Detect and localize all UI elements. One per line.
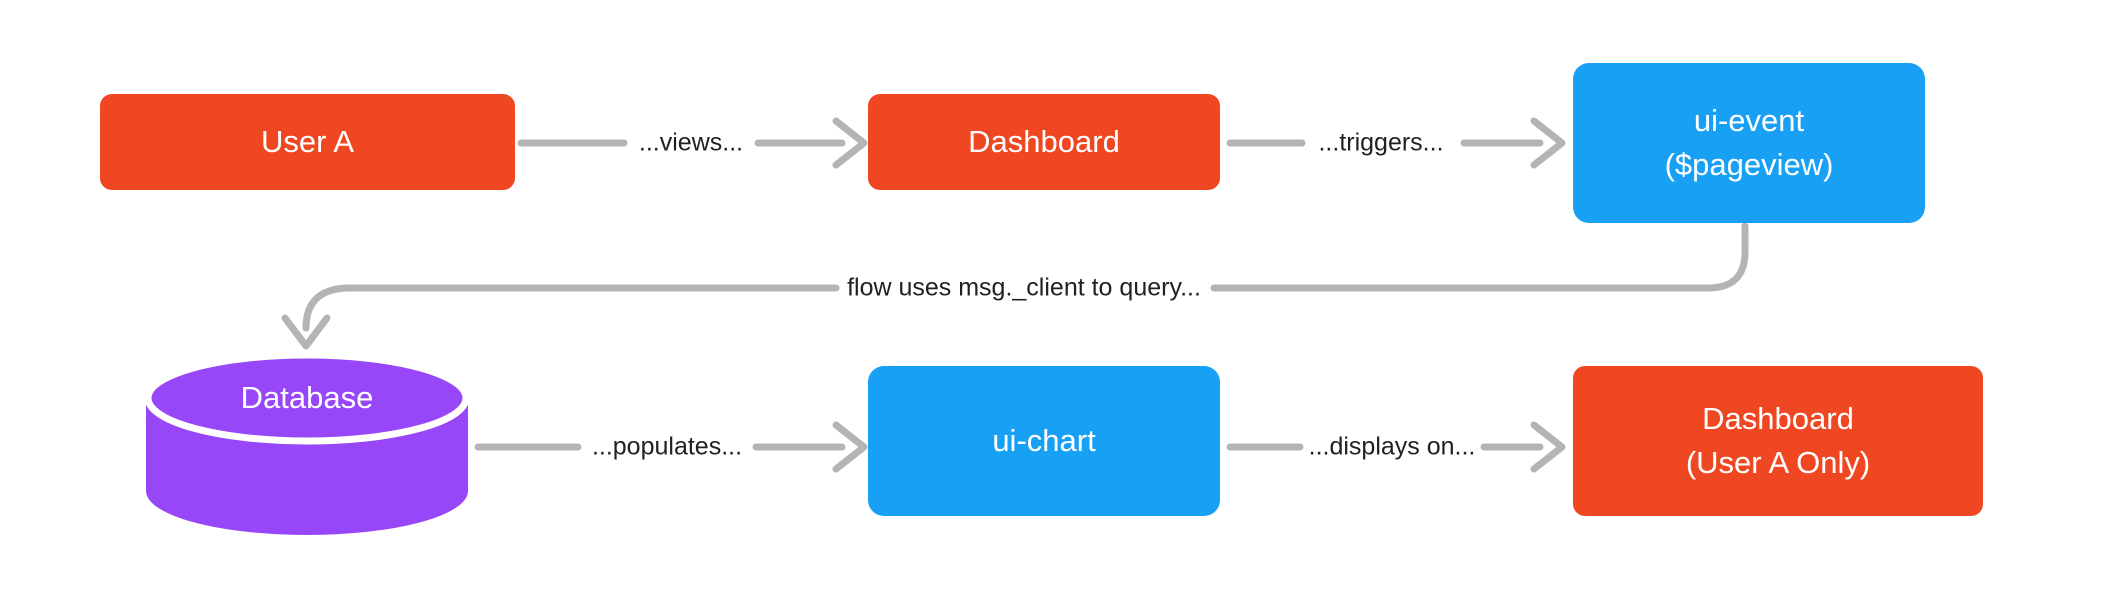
edge-label-query: flow uses msg._client to query... <box>843 273 1205 303</box>
node-dashboard-label: Dashboard <box>968 124 1120 159</box>
node-dashboard: Dashboard <box>868 94 1220 190</box>
node-dashboard-user-a-only: Dashboard (User A Only) <box>1573 366 1983 516</box>
node-ui-event: ui-event ($pageview) <box>1573 63 1925 223</box>
node-ui-chart: ui-chart <box>868 366 1220 516</box>
edge-views-arrowhead-icon <box>832 117 868 169</box>
edge-query-line-right <box>1210 222 1749 292</box>
edge-populates-arrowhead-icon <box>832 421 868 473</box>
edge-label-displays-on: ...displays on... <box>1304 432 1480 462</box>
edge-displays-arrowhead-icon <box>1530 421 1566 473</box>
edge-query-arrowhead-icon <box>281 314 331 350</box>
node-user-a-label: User A <box>260 124 355 159</box>
node-ui-event-label-line2: ($pageview) <box>1664 147 1834 182</box>
edge-label-triggers: ...triggers... <box>1314 128 1448 158</box>
edge-triggers-arrowhead-icon <box>1530 117 1566 169</box>
edge-label-views: ...views... <box>634 128 748 158</box>
node-database-label: Database <box>240 380 374 415</box>
node-dashboard-user-a-label-line2: (User A Only) <box>1685 445 1871 480</box>
edge-query-line-left <box>302 284 840 332</box>
node-ui-chart-label: ui-chart <box>992 423 1096 458</box>
database-cylinder-icon <box>144 351 470 535</box>
node-database: Database <box>144 350 470 542</box>
node-dashboard-user-a-label-line1: Dashboard <box>1702 401 1854 436</box>
edge-label-populates: ...populates... <box>587 432 747 462</box>
node-user-a: User A <box>100 94 515 190</box>
node-ui-event-label-line1: ui-event <box>1693 103 1805 138</box>
